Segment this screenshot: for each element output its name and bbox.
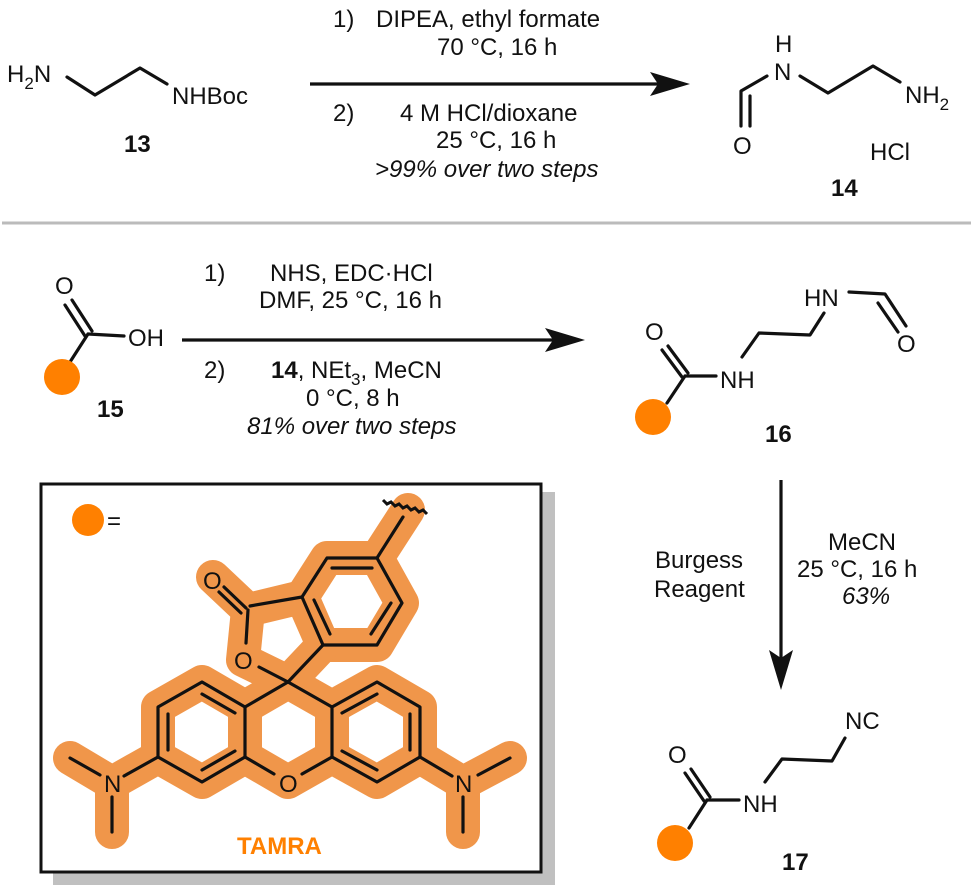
tamra-label: TAMRA [237, 833, 322, 860]
reagent-line-2: Reagent [654, 576, 745, 603]
reaction-arrow-1 [310, 72, 690, 96]
step-2-yield: 81% over two steps [247, 413, 456, 440]
c-tamra-bond [687, 798, 709, 830]
step-2-label: 2) [204, 357, 225, 384]
step-1-temp-time: 70 °C, 16 h [437, 34, 557, 61]
compound-number-16: 16 [765, 421, 792, 448]
c-tamra-bond [68, 332, 90, 364]
wavy-cut-icon [381, 498, 429, 516]
atom-o-lactone: O [234, 648, 253, 675]
tamra-legend-box: = O [39, 482, 555, 885]
compound-number-15: 15 [97, 396, 124, 423]
step-1-label: 1) [204, 260, 225, 287]
atom-o: O [733, 133, 752, 160]
hcl-salt: HCl [870, 139, 910, 166]
atom-nhboc: NHBoc [172, 83, 248, 110]
step-2-temp-time: 0 °C, 8 h [306, 385, 400, 412]
c-oh-bond [86, 332, 126, 338]
atom-nh: NH [743, 791, 778, 818]
tamra-dot-icon [657, 825, 693, 861]
arrowhead-icon [545, 328, 585, 352]
atom-o: O [55, 273, 74, 300]
conditions-3: Burgess Reagent MeCN 25 °C, 16 h 63% [654, 529, 917, 610]
atom-n: N [774, 59, 791, 86]
compound-number-17: 17 [782, 849, 809, 876]
formyl-bond [739, 74, 769, 128]
c-tamra-bond [665, 374, 687, 405]
step-1-reagents: NHS, EDC·HCl [270, 260, 433, 287]
tamra-dot-icon [44, 359, 80, 395]
solvent: MeCN [828, 529, 896, 556]
ethylene-chain-bond [763, 736, 847, 784]
conditions-1: 1) DIPEA, ethyl formate 70 °C, 16 h 2) 4… [333, 6, 600, 183]
step-2-temp-time: 25 °C, 16 h [436, 127, 556, 154]
step-2-reagents: 14, NEt3, MeCN [271, 357, 442, 389]
atom-hn: HN [804, 285, 839, 312]
atom-o: O [645, 319, 664, 346]
tamra-skeleton: O O O N [68, 498, 512, 834]
atom-h: H [775, 31, 792, 58]
isocyanide-nc: NC [845, 708, 880, 735]
yield: 63% [842, 583, 890, 610]
formyl-bond [847, 290, 908, 328]
atom-o: O [668, 742, 687, 769]
compound-15: O OH 15 [44, 273, 164, 423]
compound-number-13: 13 [124, 131, 151, 158]
atom-h2n-h: H2N [7, 61, 51, 93]
tamra-dot-icon [72, 504, 104, 536]
arrowhead-icon [650, 72, 690, 96]
step-1-conditions: DMF, 25 °C, 16 h [259, 287, 442, 314]
tamra-dot-icon [635, 399, 671, 435]
atom-o-carbonyl: O [203, 568, 222, 595]
step-2-yield: >99% over two steps [375, 156, 598, 183]
compound-17: O NH NC 17 [657, 708, 880, 876]
compound-number-14: 14 [831, 175, 858, 202]
atom-n-right: N [455, 771, 472, 798]
equals-sign: = [107, 508, 121, 535]
step-1-reagents: DIPEA, ethyl formate [376, 6, 600, 33]
ethylene-chain-bond [798, 64, 902, 95]
reaction-arrow-2 [182, 328, 585, 352]
compound-16: O NH HN O 16 [635, 285, 916, 448]
compound-14: H N O NH2 HCl 14 [733, 31, 949, 202]
reaction-arrow-3 [769, 480, 793, 690]
atom-o-formyl: O [897, 331, 916, 358]
atom-nh: NH [720, 367, 755, 394]
temp-time: 25 °C, 16 h [797, 556, 917, 583]
step-2-label: 2) [333, 100, 354, 127]
atom-o-xanthene: O [279, 771, 298, 798]
compound-13: H2N NHBoc 13 [7, 61, 248, 158]
reagent-line-1: Burgess [655, 547, 743, 574]
atom-n-left: N [104, 771, 121, 798]
conditions-2: 1) NHS, EDC·HCl DMF, 25 °C, 16 h 2) 14, … [204, 260, 456, 440]
ethylene-chain-bond [65, 66, 169, 97]
step-1-label: 1) [333, 6, 354, 33]
step-2-reagents: 4 M HCl/dioxane [400, 100, 577, 127]
atom-oh: OH [128, 325, 164, 352]
atom-nh2: NH2 [905, 82, 949, 114]
ethylene-chain-bond [740, 311, 826, 359]
attachment-bond [375, 515, 405, 560]
arrowhead-icon [769, 650, 793, 690]
